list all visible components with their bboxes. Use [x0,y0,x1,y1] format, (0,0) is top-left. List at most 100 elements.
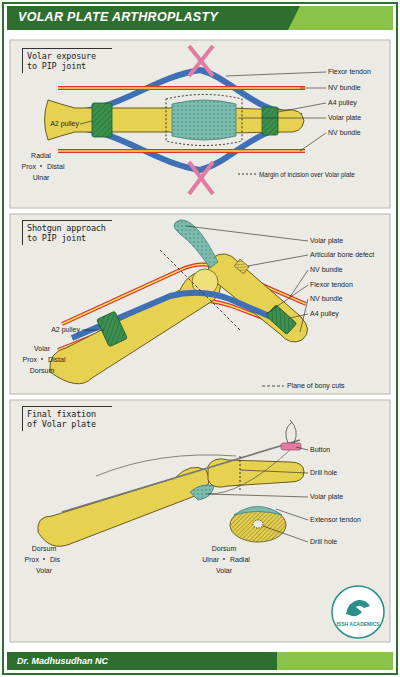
suture-knot [286,420,297,443]
leader-line [186,226,308,241]
extensor-tendon [234,507,282,516]
retracted-tendon [189,162,213,194]
orientation-mark [223,558,225,560]
part-label: Drill hole [310,538,337,546]
part-label: Dorsum [30,367,55,375]
part-label: Dorsum [212,545,237,553]
nv-bundle-core [58,150,305,151]
proximal-phalanx [38,467,209,546]
leader-line [240,470,308,473]
part-label: A4 pulley [310,310,339,318]
a4-pulley [266,305,297,335]
retracted-tendon [189,46,213,76]
leader-line [248,255,308,266]
drill-hole [240,456,241,492]
leader-line [238,118,326,119]
orientation-mark [43,558,45,560]
part-label: Ulnar [33,174,50,182]
leader-line [290,314,308,318]
part-label: NV bundle [310,295,343,303]
leader-line [300,88,326,89]
part-label: Button [310,446,330,454]
leader-line [263,526,308,542]
panel-3 [10,400,390,642]
part-label: A2 pulley [51,326,80,334]
panel-1 [10,40,390,208]
footer-band: Dr. Madhusudhan NC [7,652,393,670]
part-label: Plane of bony cuts [287,382,345,390]
orientation-mark [40,165,42,167]
page-frame [3,3,397,674]
part-label: Distal [48,356,66,364]
part-label: Volar [36,567,52,575]
a2-pulley [97,311,128,347]
a2-pulley [92,103,112,137]
suture [96,455,236,476]
node-text: Shotgun approach to PIP joint [27,223,108,243]
part-label: Dorsum [32,545,57,553]
page-title: VOLAR PLATE ARTHROPLASTY [18,9,218,25]
part-label: Ulnar [202,556,219,564]
part-label: Margin of incision over Volar plate [259,171,355,179]
panel-heading: Volar exposure to PIP joint [22,48,112,73]
panel-2 [10,214,390,394]
panel-heading: Shotgun approach to PIP joint [22,220,112,245]
logo-circle: ISSH ACADEMICS [330,584,386,640]
part-label: Drill hole [310,469,337,477]
legend-sample-dotted [238,174,256,175]
volar-plate [190,485,214,500]
volar-plate [172,100,236,140]
logo-hand [346,600,370,616]
leader-line [296,447,308,450]
part-label: Prox [23,356,37,364]
node-text: Dr. Madhusudhan NC [17,652,393,670]
incision-margin [166,95,242,146]
part-label: Prox [25,556,39,564]
leader-line [290,270,308,297]
node-text: Volar exposure to PIP joint [27,51,108,71]
part-label: A4 pulley [328,99,357,107]
part-label: Prox [22,163,36,171]
bony-cut-plane [160,250,240,330]
button [281,443,301,450]
title-band [7,6,393,30]
part-label: Volar plate [310,237,343,245]
retracted-tendon [189,162,213,194]
panel-heading: Final fixation of Volar plate [22,406,112,431]
part-label: Flexor tendon [328,68,371,76]
legend-sample-line [262,386,284,387]
part-label: Volar plate [310,493,343,501]
title-band-accent [288,6,393,30]
part-label: Volar [34,345,50,353]
part-label: NV bundle [328,129,361,137]
part-label: NV bundle [310,266,343,274]
leader-line [276,509,308,520]
part-label: Flexor tendon [310,281,353,289]
leader-line [300,133,326,151]
orientation-mark [41,358,43,360]
suture [206,450,290,494]
leader-line [82,330,104,331]
a4-pulley [262,107,278,135]
leader-line [266,285,308,314]
part-label: Volar plate [328,114,361,122]
part-label: Radial [230,556,250,564]
part-label: Distal [47,163,65,171]
drill-hole-section [253,520,263,528]
leader-line [80,121,92,124]
leader-line [208,494,308,497]
node-text: ISSH ACADEMICS [330,621,386,627]
part-label: Articular bone defect [310,251,374,259]
part-label: Radial [31,152,51,160]
part-label: Dis [50,556,60,564]
node-text: Final fixation of Volar plate [27,409,108,429]
nv-bundle [58,149,305,153]
nv-bundle [58,86,305,90]
logo-outline [330,584,386,640]
part-label: NV bundle [328,84,361,92]
part-label: Volar [216,567,232,575]
logo-ring [332,586,384,638]
leader-line [226,72,326,76]
leader-line [278,103,326,112]
